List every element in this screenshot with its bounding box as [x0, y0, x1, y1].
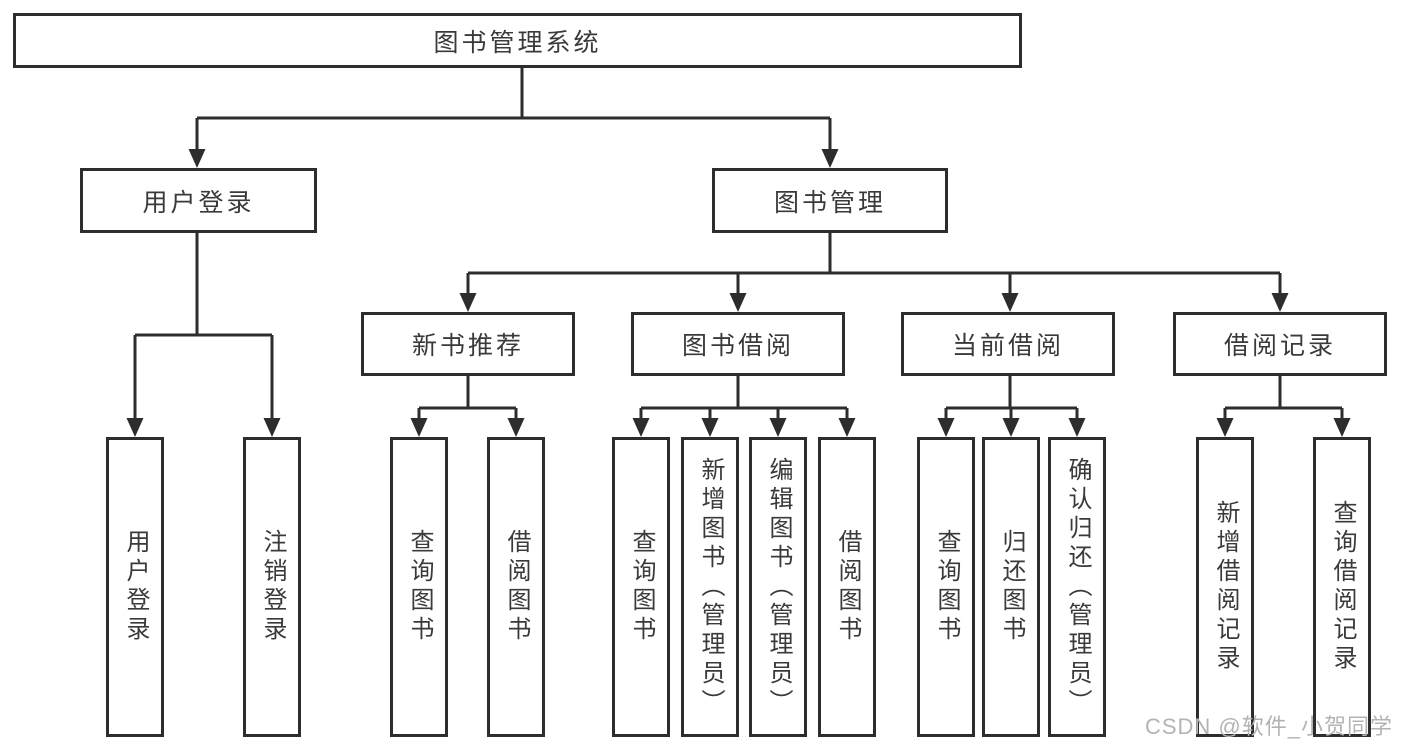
node-root-system: 图书管理系统 [13, 13, 1022, 68]
leaf-user-login-label: 用户登录 [122, 529, 149, 645]
node-borrowing-records-label: 借阅记录 [1223, 332, 1336, 360]
node-borrowing-records: 借阅记录 [1173, 312, 1387, 376]
node-book-management-label: 图书管理 [773, 188, 886, 217]
leaf-edit-books-admin-label: 编辑图书（管理员） [765, 456, 792, 718]
node-user-login-label: 用户登录 [142, 188, 255, 217]
leaf-query-books-current-label: 查询图书 [933, 529, 960, 645]
leaf-query-books-borrowing: 查询图书 [612, 437, 670, 737]
leaf-query-borrow-record: 查询借阅记录 [1313, 437, 1371, 737]
leaf-confirm-return-admin: 确认归还（管理员） [1048, 437, 1106, 737]
node-book-borrowing: 图书借阅 [631, 312, 845, 376]
leaf-borrow-books-borrowing: 借阅图书 [818, 437, 876, 737]
node-root-label: 图书管理系统 [433, 28, 602, 57]
node-book-management: 图书管理 [712, 168, 948, 233]
leaf-edit-books-admin: 编辑图书（管理员） [749, 437, 807, 737]
leaf-add-borrow-record-label: 新增借阅记录 [1212, 500, 1239, 674]
leaf-confirm-return-admin-label: 确认归还（管理员） [1064, 456, 1091, 718]
node-new-book-recommend: 新书推荐 [361, 312, 575, 376]
tree-branch-lines [133, 68, 1344, 420]
node-book-borrowing-label: 图书借阅 [681, 332, 794, 360]
leaf-logout: 注销登录 [243, 437, 301, 737]
leaf-query-books-recommend-label: 查询图书 [406, 529, 433, 645]
leaf-user-login: 用户登录 [106, 437, 164, 737]
leaf-logout-label: 注销登录 [259, 529, 286, 645]
leaf-return-books-label: 归还图书 [998, 529, 1025, 645]
node-new-book-recommend-label: 新书推荐 [411, 332, 524, 360]
csdn-watermark: CSDN @软件_小贺同学 [1144, 714, 1393, 739]
node-user-login: 用户登录 [80, 168, 317, 233]
leaf-query-books-borrowing-label: 查询图书 [628, 529, 655, 645]
leaf-borrow-books-recommend-label: 借阅图书 [503, 529, 530, 645]
node-current-borrowing: 当前借阅 [901, 312, 1115, 376]
leaf-query-borrow-record-label: 查询借阅记录 [1329, 500, 1356, 674]
leaf-borrow-books-borrowing-label: 借阅图书 [834, 529, 861, 645]
leaf-borrow-books-recommend: 借阅图书 [487, 437, 545, 737]
node-current-borrowing-label: 当前借阅 [951, 332, 1064, 360]
leaf-add-books-admin: 新增图书（管理员） [681, 437, 739, 737]
arrowheads [126, 149, 1351, 437]
leaf-return-books: 归还图书 [982, 437, 1040, 737]
leaf-add-books-admin-label: 新增图书（管理员） [697, 456, 724, 718]
leaf-query-books-current: 查询图书 [917, 437, 975, 737]
leaf-query-books-recommend: 查询图书 [390, 437, 448, 737]
leaf-add-borrow-record: 新增借阅记录 [1196, 437, 1254, 737]
